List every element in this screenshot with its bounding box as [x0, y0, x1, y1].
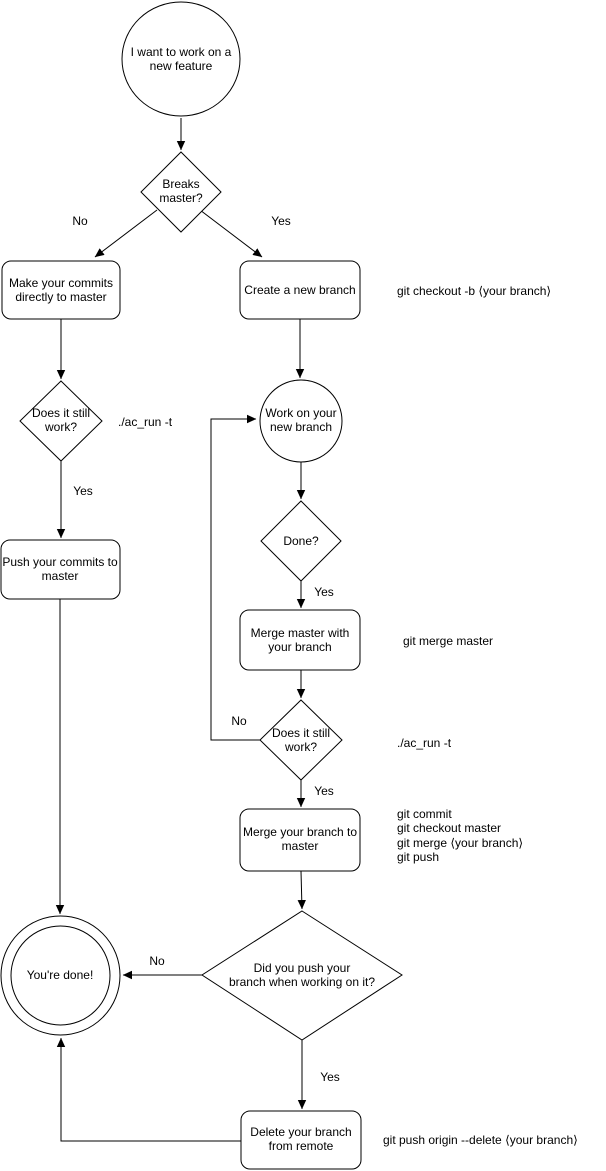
merge-branch-label: Merge your branch to master	[242, 824, 358, 853]
still-work-1-label: Does it still work?	[31, 405, 91, 434]
done-circle-inner	[10, 925, 111, 1026]
edge-label-still2-no: No	[231, 713, 247, 728]
command-git-merge-branch: git merge ⟨your branch⟩	[397, 835, 524, 850]
edge-merge-branch-to-did-push	[297, 870, 306, 910]
edge-label-still2-yes: Yes	[314, 783, 334, 798]
edge-label-did-push-yes: Yes	[320, 1069, 340, 1084]
command-merge-master: git merge master	[403, 633, 494, 648]
still-work-2-label: Does it still work?	[271, 725, 331, 754]
push-commits-box	[0, 539, 121, 600]
breaks-master-label: Breaks master?	[159, 176, 203, 205]
delete-branch-label: Delete your branch from remote	[250, 1124, 352, 1153]
edge-still-work-2-no-loop-to-work-branch	[210, 414, 260, 741]
start-circle	[121, 1, 241, 117]
merge-branch-box	[239, 808, 361, 872]
still-work-2-diamond	[259, 699, 343, 781]
merge-master-box	[239, 609, 361, 671]
youre-done-label: You're done!	[26, 967, 94, 982]
make-commits-box	[1, 260, 121, 320]
done-circle-outer	[0, 915, 121, 1036]
command-ac-run-2: ./ac_run -t	[397, 735, 452, 750]
work-branch-label: Work on your new branch	[265, 405, 337, 434]
start-label: I want to work on a new feature	[130, 44, 232, 73]
merge-master-label: Merge master with your branch	[250, 625, 350, 654]
still-work-1-diamond	[19, 380, 103, 462]
breaks-master-diamond	[140, 151, 222, 233]
did-push-label: Did you push your branch when working on…	[228, 960, 376, 989]
edge-breaks-yes-to-create-branch	[199, 209, 263, 258]
command-checkout-branch: git checkout -b ⟨your branch⟩	[397, 283, 552, 298]
create-branch-label: Create a new branch	[244, 282, 356, 297]
did-push-diamond	[201, 910, 403, 1041]
edge-breaks-no-to-make-commits	[94, 209, 158, 258]
done-q-diamond	[260, 500, 342, 582]
edge-label-breaks-yes: Yes	[271, 213, 291, 228]
edge-delete-branch-to-done	[56, 1037, 241, 1142]
command-ac-run-1: ./ac_run -t	[118, 414, 173, 429]
done-q-label: Done?	[283, 533, 319, 548]
command-git-push: git push	[397, 849, 440, 864]
command-git-checkout-master: git checkout master	[397, 821, 502, 836]
edge-label-did-push-no: No	[149, 953, 165, 968]
edge-label-done-yes: Yes	[314, 584, 334, 599]
command-git-commit: git commit	[397, 807, 452, 821]
edge-label-still1-yes: Yes	[73, 483, 93, 498]
delete-branch-box	[240, 1110, 362, 1170]
make-commits-label: Make your commits directly to master	[8, 275, 114, 304]
command-delete-remote: git push origin --delete ⟨your branch⟩	[383, 1132, 578, 1147]
work-branch-circle	[259, 379, 343, 463]
edge-label-breaks-no: No	[72, 213, 88, 228]
create-branch-box	[239, 260, 361, 320]
command-merge-branch-block: git commit git checkout master git merge…	[397, 807, 523, 864]
push-commits-label: Push your commits to master	[2, 554, 118, 583]
